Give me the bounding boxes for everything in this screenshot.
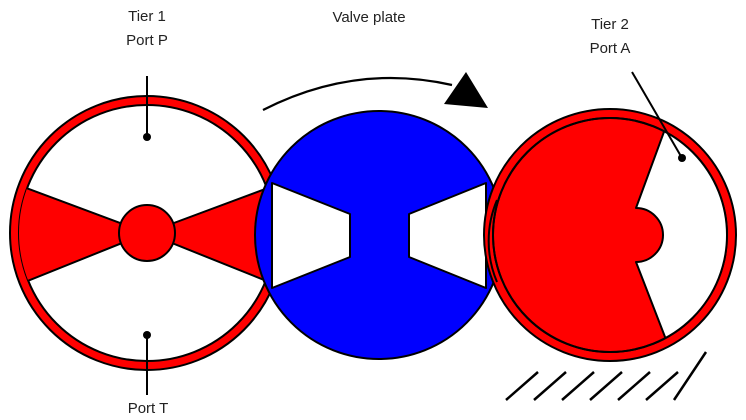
rotation-arrowhead	[444, 72, 488, 108]
port-a-leader	[631, 71, 683, 159]
port-t-dot	[143, 331, 151, 339]
tier2-label: Tier 2	[591, 16, 629, 33]
port-p-dot	[143, 133, 151, 141]
rotation-arrow-arc	[262, 76, 453, 111]
port-t-label: Port T	[127, 400, 169, 417]
rotation-arrow	[262, 72, 488, 111]
leader-lines	[143, 71, 686, 395]
tier2-disc	[483, 108, 737, 362]
tier2-left-arc	[487, 199, 498, 283]
tier2-rim-outline	[492, 117, 728, 353]
valve-plate-disc	[254, 110, 504, 360]
port-a-label: Port A	[589, 40, 631, 57]
tier1-label: Tier 1	[128, 8, 166, 25]
port-p-label: Port P	[126, 32, 168, 49]
tier1-center-hub	[118, 204, 176, 262]
ground-hatching	[505, 351, 708, 401]
valve-plate-label: Valve plate	[332, 9, 406, 26]
port-a-dot	[678, 154, 686, 162]
valve-plate-left-cutout	[271, 182, 351, 289]
